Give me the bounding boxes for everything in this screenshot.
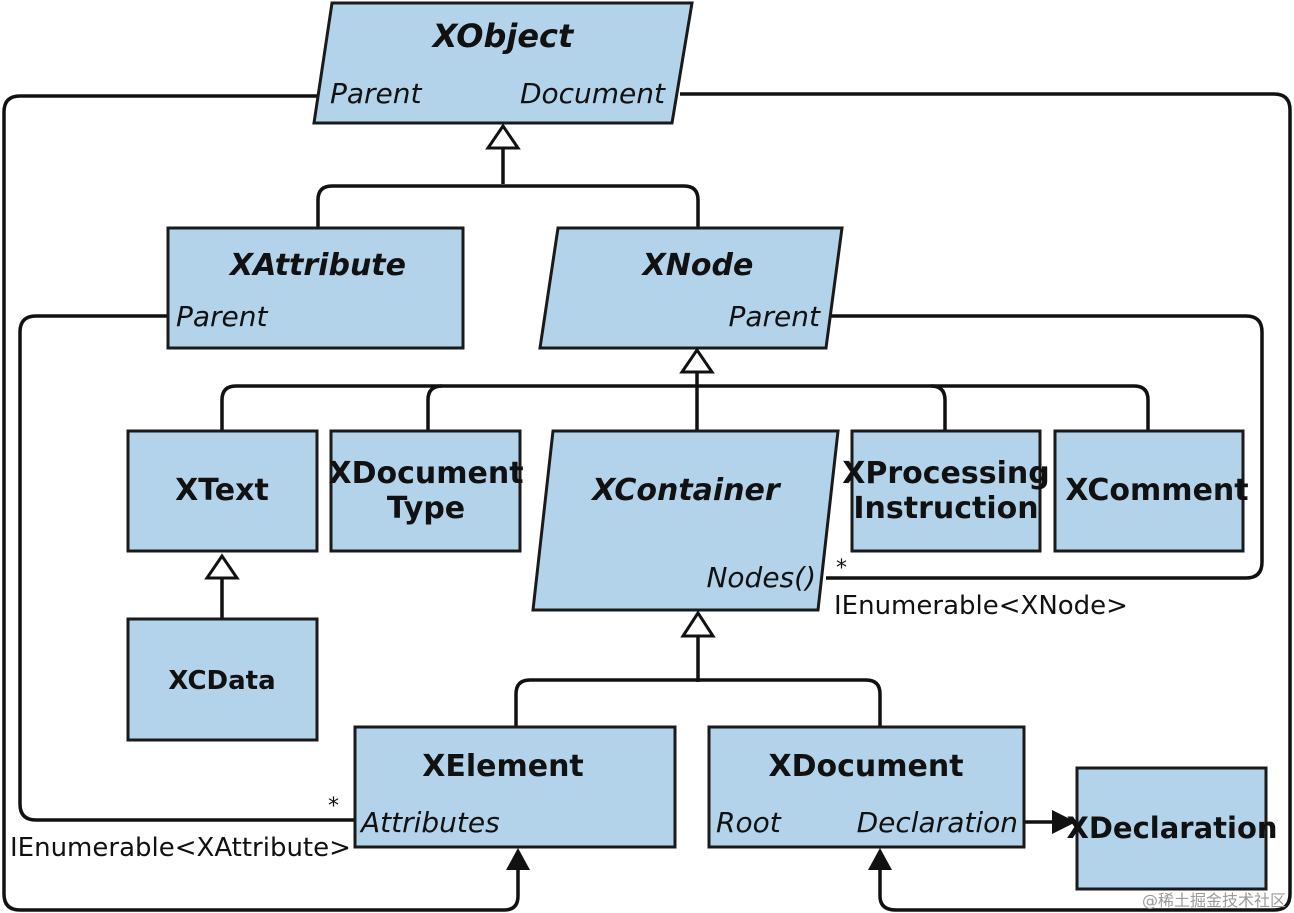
xcontainer-member-nodes: Nodes(): [706, 561, 816, 594]
xattribute-box: [166, 226, 465, 350]
class-xcdata: XCData: [126, 617, 319, 742]
xdocument-arrowhead: [868, 848, 892, 870]
xcontainer-inheritance-branch: [514, 678, 882, 727]
xnode-inheritance-triangle: [679, 347, 715, 374]
xobject-member-parent: Parent: [330, 77, 423, 110]
class-xdeclaration: XDeclaration: [1066, 766, 1278, 891]
xnode-inheritance-branch: [220, 384, 1150, 432]
class-xnode: XNode Parent: [538, 226, 844, 350]
attributes-multiplicity: *: [328, 794, 339, 819]
xdocumenttype-title-line1: XDocument: [328, 456, 523, 491]
class-xelement: XElement Attributes: [353, 725, 677, 849]
watermark-text: @稀土掘金技术社区: [1142, 891, 1286, 910]
class-xprocessinginstruction: XProcessing Instruction: [842, 429, 1050, 553]
xelement-title: XElement: [422, 749, 584, 784]
xobject-document-link: [680, 92, 1292, 912]
xdocumenttype-box: [329, 429, 522, 553]
xdeclaration-title: XDeclaration: [1066, 811, 1277, 845]
xdocument-member-declaration: Declaration: [857, 806, 1018, 839]
xtext-box: [126, 429, 319, 553]
xcontainer-inheritance-triangle: [680, 610, 716, 638]
class-xcontainer: XContainer Nodes(): [531, 429, 840, 612]
class-xdocument: XDocument Root Declaration: [707, 725, 1026, 849]
xobject-inheritance-triangle: [485, 123, 521, 150]
class-xcomment: XComment: [1053, 429, 1249, 553]
xcdata-title: XCData: [168, 666, 275, 696]
xnode-title: XNode: [641, 248, 754, 283]
xprocessinginstruction-title-line2: Instruction: [853, 491, 1038, 526]
xattribute-title: XAttribute: [228, 248, 406, 283]
xcontainer-title: XContainer: [590, 473, 782, 508]
xelement-box: [353, 725, 677, 849]
xcontainer-box: [531, 429, 840, 612]
xcomment-box: [1053, 429, 1245, 553]
inheritance-triangles: [204, 123, 716, 638]
xobject-box: [312, 1, 694, 125]
xdocumenttype-title-line2: Type: [387, 491, 465, 526]
class-xattribute: XAttribute Parent: [166, 226, 465, 350]
xattribute-member-parent: Parent: [176, 300, 269, 333]
nodes-type-note: IEnumerable<XNode>: [834, 591, 1128, 621]
attributes-type-note: IEnumerable<XAttribute>: [10, 833, 351, 863]
xobject-parent-link: [2, 94, 520, 912]
inheritance-lines: [220, 148, 1150, 727]
xprocessinginstruction-title-line1: XProcessing: [842, 456, 1049, 491]
xprocessinginstruction-box: [850, 429, 1042, 553]
xdeclaration-box: [1075, 766, 1268, 891]
association-arrowheads: [506, 810, 1076, 870]
xdocument-member-root: Root: [716, 806, 782, 839]
xdocument-title: XDocument: [768, 749, 963, 784]
xobject-title: XObject: [431, 17, 575, 55]
xobject-member-document: Document: [520, 77, 666, 110]
association-lines: [2, 92, 1292, 912]
xnode-parent-link: [826, 314, 1264, 580]
xtext-title: XText: [175, 473, 269, 508]
xelement-arrowhead: [506, 848, 530, 870]
xcdata-box: [126, 617, 319, 742]
class-xtext: XText: [126, 429, 319, 553]
xdocumenttype-inheritance-branch: [426, 384, 443, 432]
xnode-member-parent: Parent: [728, 300, 821, 333]
xelement-member-attributes: Attributes: [359, 806, 500, 839]
xprocessing-inheritance-branch: [930, 384, 947, 432]
xnode-box: [538, 226, 844, 350]
xtext-inheritance-triangle: [204, 553, 240, 580]
class-xdocumenttype: XDocument Type: [328, 429, 524, 553]
xattribute-parent-link: [18, 314, 356, 822]
xcomment-title: XComment: [1065, 473, 1248, 508]
xdeclaration-arrowhead: [1052, 810, 1076, 834]
xdocument-box: [707, 725, 1026, 849]
xobject-inheritance-branch: [316, 184, 700, 228]
nodes-multiplicity: *: [836, 556, 847, 581]
class-xobject: XObject Parent Document: [312, 1, 694, 125]
